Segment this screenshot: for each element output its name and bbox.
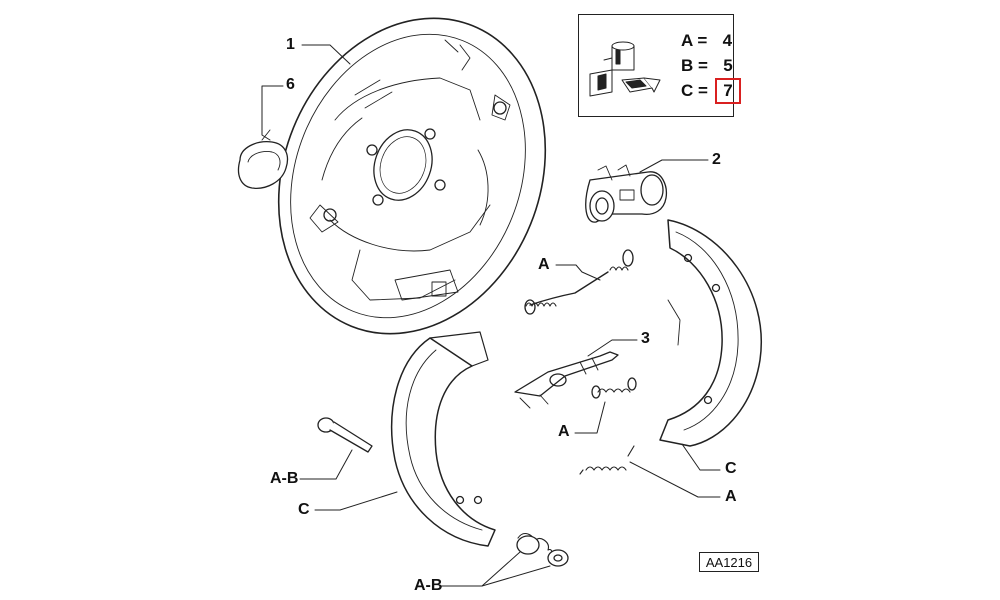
brake-shoe-left (391, 331, 496, 547)
legend-row-a-value: 4 (722, 31, 733, 50)
legend-row-a-label: A = (681, 31, 708, 50)
legend-row-a: A = 4 (681, 31, 737, 51)
rubber-plug (237, 129, 289, 189)
leader-lines (261, 44, 721, 587)
callout-a-right: A (725, 488, 737, 505)
callout-a-b-bottom: A-B (414, 577, 443, 594)
spring-middle (591, 377, 637, 399)
hold-down-pin (317, 417, 373, 453)
callout-6: 6 (286, 76, 295, 93)
legend-row-c-value-highlighted: 7 (714, 78, 741, 104)
brake-shoe-right (659, 219, 762, 447)
callout-a-middle: A (558, 423, 570, 440)
callout-a-b-left: A-B (270, 470, 299, 487)
adjuster-strut (514, 351, 619, 409)
callout-1: 1 (286, 36, 295, 53)
legend-row-b-label: B = (681, 56, 708, 75)
callout-a-upper: A (538, 256, 550, 273)
reference-code-box: AA1216 (699, 552, 759, 572)
callout-2: 2 (712, 151, 721, 168)
backing-plate (277, 17, 547, 335)
spring-upper (524, 249, 634, 315)
callout-c-left: C (298, 501, 310, 518)
hold-down-spring-and-cup (516, 532, 569, 567)
callout-3: 3 (641, 330, 650, 347)
legend-row-b: B = 5 (681, 56, 738, 76)
legend-row-c: C = 7 (681, 78, 741, 104)
kit-quantity-legend: A = 4 B = 5 C = 7 (578, 14, 741, 117)
kit-boxes-icon (589, 41, 661, 97)
wheel-cylinder (585, 164, 668, 223)
legend-row-c-label: C = (681, 81, 708, 100)
legend-row-b-value: 5 (723, 56, 733, 75)
callout-c-right: C (725, 460, 737, 477)
spring-lower (579, 445, 635, 475)
